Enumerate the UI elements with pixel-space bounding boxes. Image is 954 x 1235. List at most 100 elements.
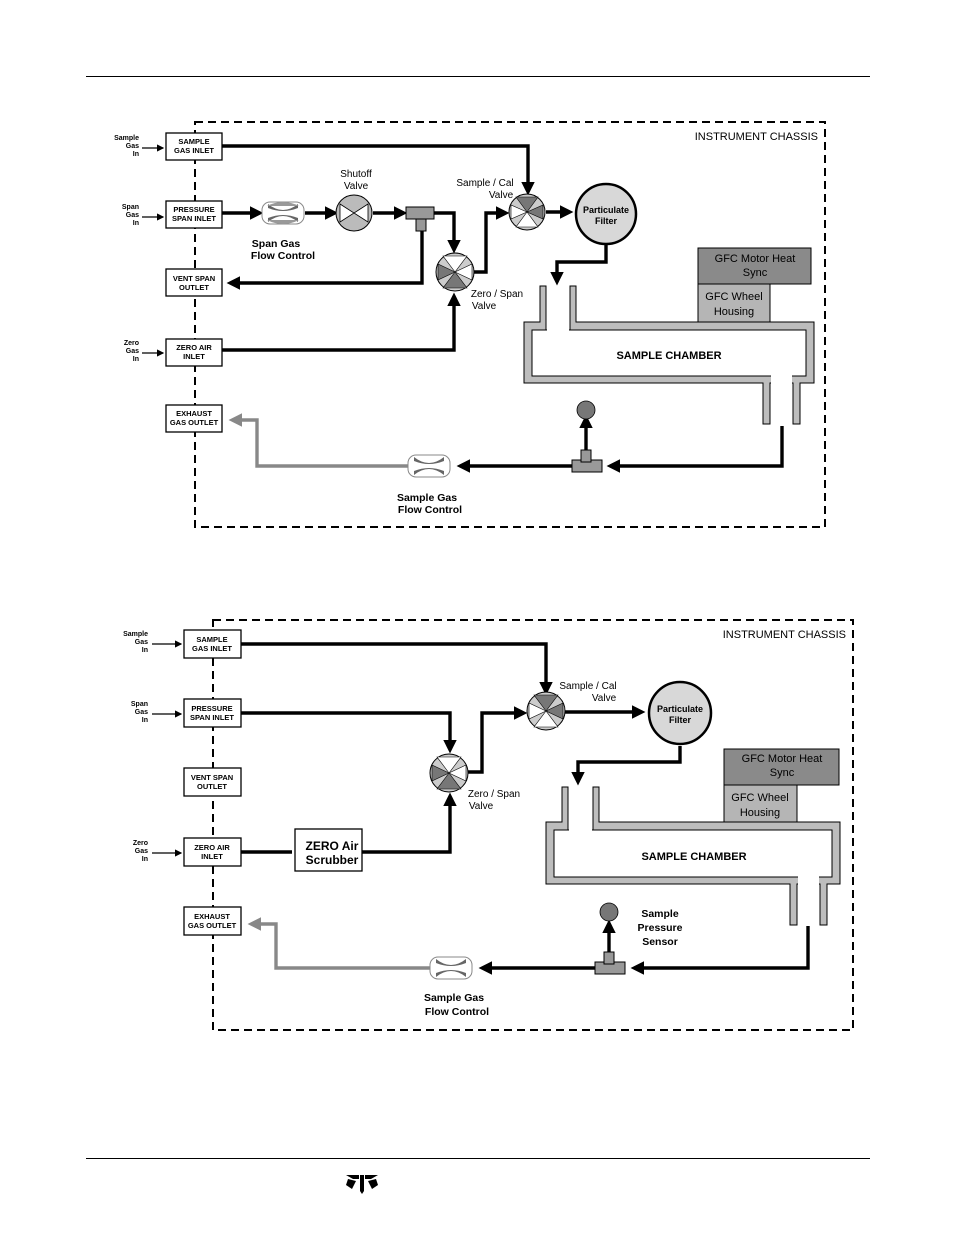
particulate-filter-label-2: Filter (669, 715, 692, 725)
svg-text:ZERO AIR: ZERO AIR (194, 843, 230, 852)
pressure-sensor-icon (599, 902, 619, 922)
chamber-exhaust-flow (606, 426, 784, 473)
svg-text:In: In (133, 220, 139, 227)
particulate-filter-icon (647, 680, 713, 746)
svg-text:SPAN INLET: SPAN INLET (172, 214, 216, 223)
svg-text:GAS INLET: GAS INLET (174, 146, 214, 155)
diagram-2: INSTRUMENT CHASSIS Sample Gas In Span Ga… (123, 619, 854, 1031)
svg-text:Sample: Sample (641, 908, 679, 920)
gfc-motor-heat-sync: GFC Motor Heat Sync (697, 247, 812, 285)
sample-cal-valve-icon (526, 691, 566, 731)
svg-text:Pressure: Pressure (638, 922, 683, 934)
tee-fitting-icon (405, 206, 435, 232)
svg-text:SPAN INLET: SPAN INLET (190, 713, 234, 722)
svg-text:In: In (133, 151, 139, 158)
svg-text:GAS OUTLET: GAS OUTLET (170, 418, 219, 427)
svg-text:Span: Span (122, 204, 139, 211)
svg-text:Housing: Housing (740, 807, 780, 819)
span-gas-in-label: Span Gas In (131, 701, 148, 724)
particulate-filter-label: Particulate (583, 205, 629, 215)
svg-text:Gas: Gas (135, 848, 148, 855)
pressure-span-inlet-port: PRESSURE SPAN INLET (183, 698, 242, 728)
svg-text:Zero: Zero (133, 840, 148, 847)
sample-chamber-label: SAMPLE CHAMBER (641, 851, 746, 863)
sample-inlet-flow (241, 642, 553, 696)
sample-pressure-sensor-label: Sample Pressure Sensor (638, 908, 683, 948)
svg-text:EXHAUST: EXHAUST (194, 912, 230, 921)
svg-text:OUTLET: OUTLET (179, 283, 209, 292)
svg-text:SAMPLE: SAMPLE (196, 635, 227, 644)
zero-air-flow (222, 292, 461, 352)
pressure-span-inlet-port: PRESSURE SPAN INLET (165, 200, 223, 229)
svg-text:GFC Wheel: GFC Wheel (705, 291, 762, 303)
svg-text:ZERO Air: ZERO Air (306, 839, 359, 853)
vent-span-outlet-port: VENT SPAN OUTLET (165, 268, 223, 297)
sample-gas-flow-control-label-2: Flow Control (425, 1006, 489, 1018)
sample-gas-flow-control-label: Sample Gas (424, 992, 484, 1004)
particulate-filter-label-2: Filter (595, 216, 618, 226)
teledyne-logo-icon (346, 1175, 378, 1194)
zero-air-inlet-port: ZERO AIR INLET (183, 837, 242, 867)
svg-text:Gas: Gas (126, 143, 139, 150)
sample-gas-flow-control-label: Sample Gas (397, 492, 457, 504)
zero-span-valve-icon (429, 753, 469, 793)
svg-text:Gas: Gas (135, 639, 148, 646)
svg-text:GFC Motor Heat: GFC Motor Heat (715, 253, 796, 265)
svg-text:SAMPLE: SAMPLE (178, 137, 209, 146)
sample-gas-flow-control (407, 454, 451, 478)
zero-gas-in-label: Zero Gas In (133, 840, 148, 863)
header-rule (86, 76, 870, 77)
svg-text:EXHAUST: EXHAUST (176, 409, 212, 418)
sample-gas-in-label: Sample Gas In (123, 631, 148, 654)
shutoff-valve-label: Shutoff (340, 169, 372, 180)
pressure-sensor-icon (576, 400, 596, 420)
svg-text:Gas: Gas (126, 212, 139, 219)
sample-chamber (545, 786, 841, 926)
svg-text:Zero: Zero (124, 340, 139, 347)
zero-span-valve-label: Zero / Span (468, 789, 520, 800)
filter-to-chamber-flow (550, 236, 608, 286)
zero-air-inlet-port: ZERO AIR INLET (165, 338, 223, 367)
svg-text:Gas: Gas (135, 709, 148, 716)
shutoff-valve-label-2: Valve (344, 181, 369, 192)
span-gas-flow-control (261, 201, 305, 225)
svg-text:In: In (133, 356, 139, 363)
svg-text:GFC Motor Heat: GFC Motor Heat (742, 753, 823, 765)
shutoff-valve-icon (335, 194, 373, 232)
gfc-motor-heat-sync: GFC Motor Heat Sync (723, 748, 840, 786)
zero-span-to-sample-cal-flow (468, 706, 528, 774)
vent-flow (226, 228, 424, 290)
zero-span-valve-icon (435, 252, 475, 292)
sensor-tee-icon (594, 951, 626, 975)
svg-text:PRESSURE: PRESSURE (173, 205, 214, 214)
sample-cal-valve-label: Sample / Cal (559, 681, 616, 692)
svg-text:VENT SPAN: VENT SPAN (191, 773, 233, 782)
vent-span-outlet-port: VENT SPAN OUTLET (183, 767, 242, 797)
zero-span-valve-label-2: Valve (469, 801, 494, 812)
svg-text:Sensor: Sensor (642, 936, 678, 948)
svg-text:GFC Wheel: GFC Wheel (731, 792, 788, 804)
svg-text:Scrubber: Scrubber (306, 853, 359, 867)
svg-text:OUTLET: OUTLET (197, 782, 227, 791)
exhaust-flow (228, 413, 408, 468)
zero-air-scrubber: ZERO Air Scrubber (294, 828, 363, 872)
footer-rule (86, 1158, 870, 1159)
svg-text:ZERO AIR: ZERO AIR (176, 343, 212, 352)
chamber-exhaust-flow (630, 926, 810, 975)
svg-text:Gas: Gas (126, 348, 139, 355)
span-gas-in-label: Span Gas In (122, 204, 139, 227)
svg-text:INLET: INLET (201, 852, 223, 861)
sample-gas-inlet-port: SAMPLE GAS INLET (165, 132, 223, 161)
svg-text:Sample: Sample (114, 135, 139, 142)
sample-cal-valve-label-2: Valve (592, 693, 617, 704)
svg-text:In: In (142, 717, 148, 724)
svg-text:Housing: Housing (714, 306, 754, 318)
svg-text:Sync: Sync (770, 767, 795, 779)
exhaust-gas-outlet-port: EXHAUST GAS OUTLET (165, 404, 223, 433)
exhaust-gas-outlet-port: EXHAUST GAS OUTLET (183, 906, 242, 936)
sample-cal-valve-label-2: Valve (489, 190, 514, 201)
svg-text:INLET: INLET (183, 352, 205, 361)
sample-gas-in-label: Sample Gas In (114, 135, 139, 158)
svg-text:VENT SPAN: VENT SPAN (173, 274, 215, 283)
